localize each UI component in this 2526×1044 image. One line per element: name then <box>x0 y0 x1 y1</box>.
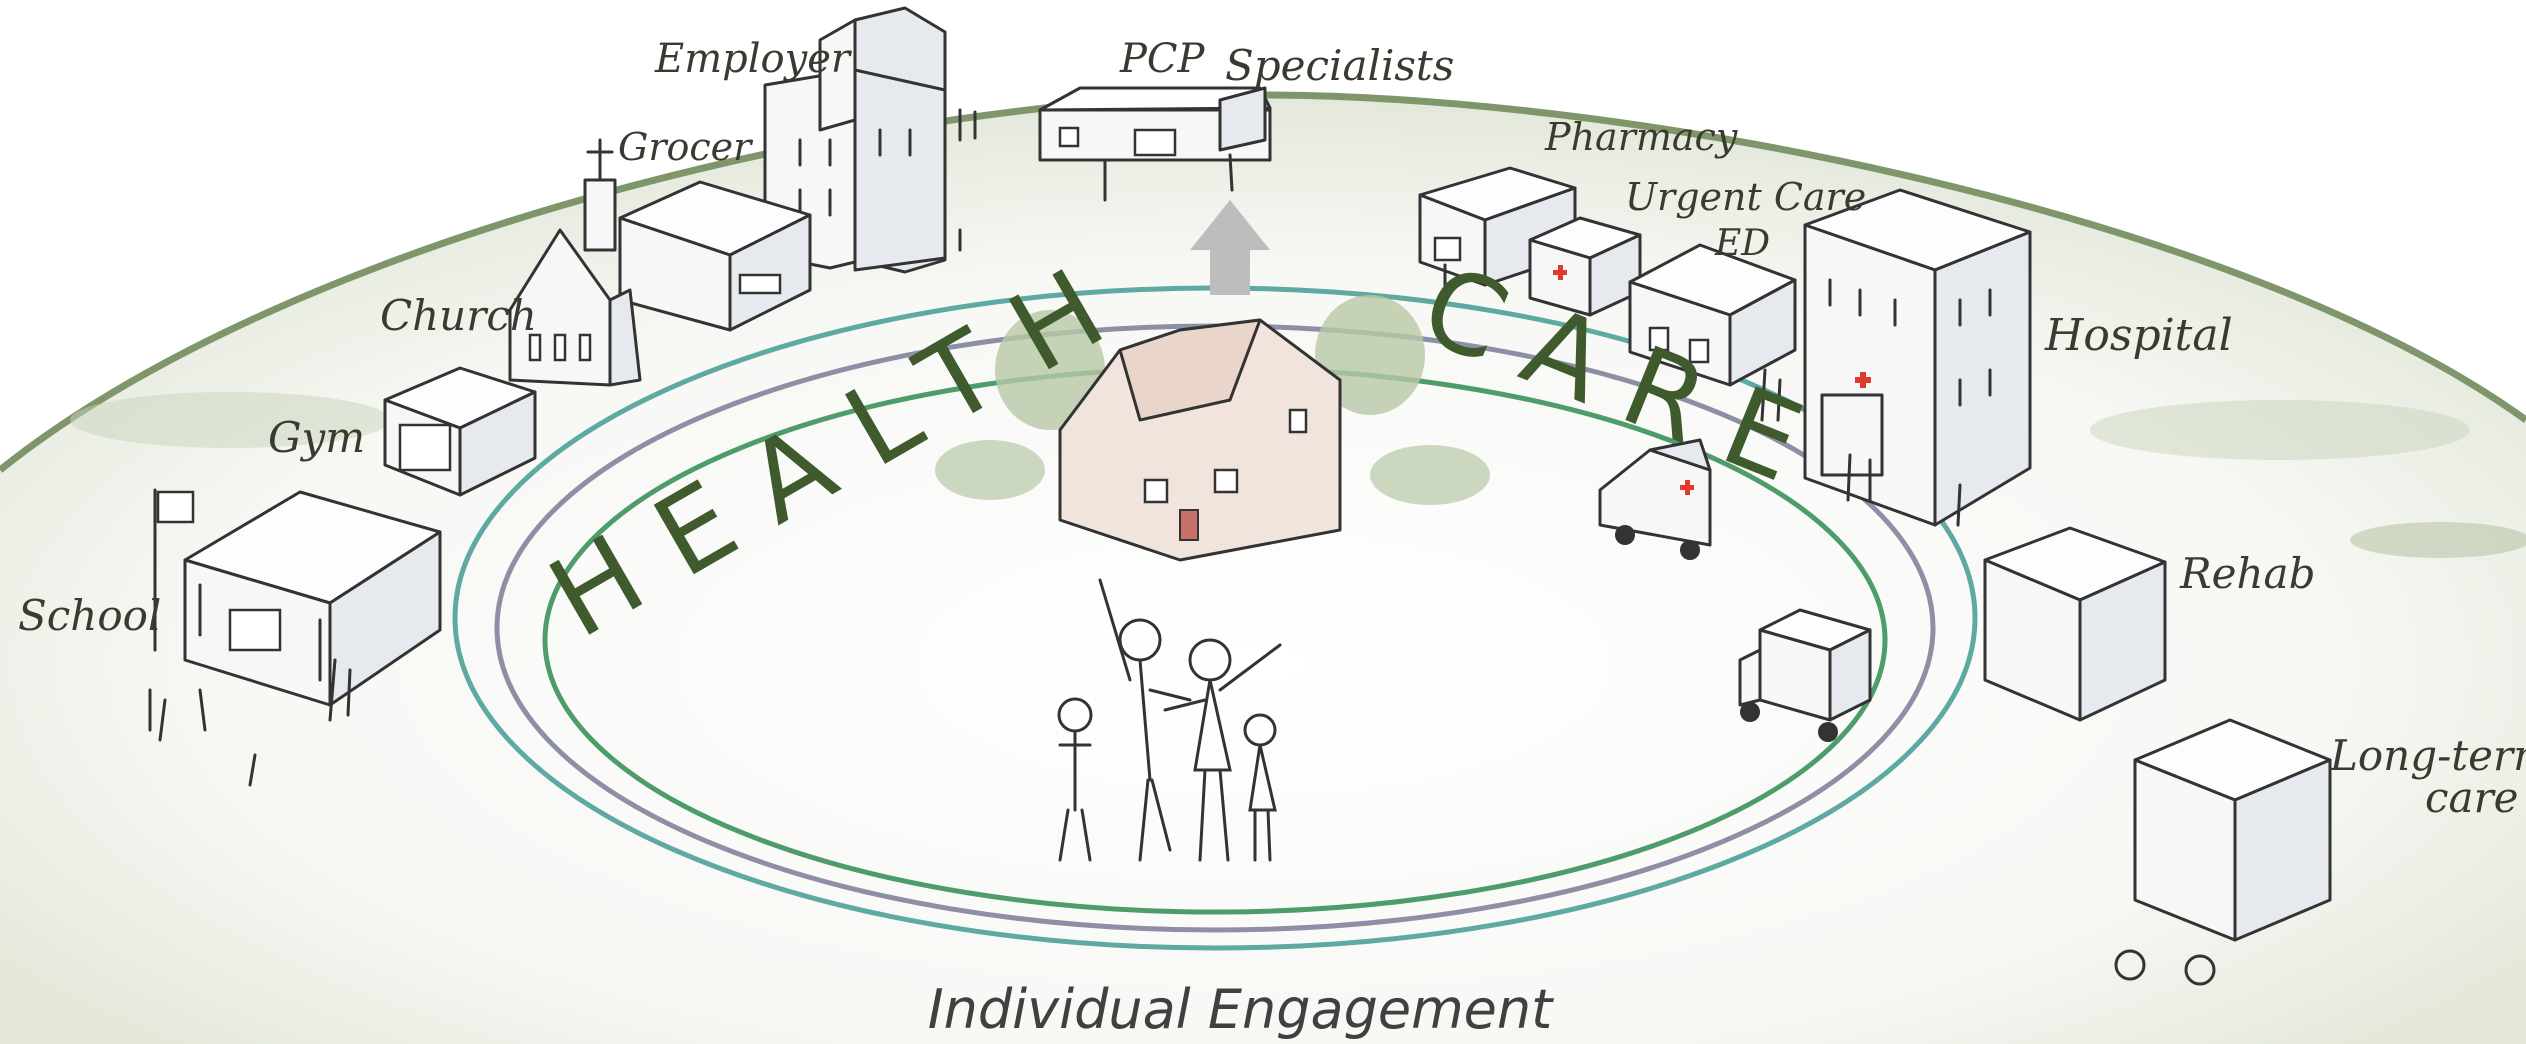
label-pharmacy: Pharmacy <box>1544 115 1738 159</box>
school-building <box>153 488 442 707</box>
delivery-truck <box>1738 608 1872 742</box>
label-gym: Gym <box>268 413 365 462</box>
label-pcp: PCP <box>1119 36 1206 82</box>
label-grocer: Grocer <box>618 125 754 169</box>
rehab-building <box>1983 526 2167 722</box>
grass-shade-right <box>2090 400 2470 460</box>
label-school: School <box>18 591 161 640</box>
gym-building <box>383 366 537 497</box>
family-figures <box>1057 578 1282 862</box>
grocer-building <box>618 180 812 332</box>
label-ed: ED <box>1714 223 1770 264</box>
grass-shade-right2 <box>2350 522 2526 558</box>
ed-building <box>1628 243 1797 387</box>
house-with-trees <box>935 295 1490 562</box>
urgent-care-building <box>1528 216 1642 317</box>
caption-individual-engagement: Individual Engagement <box>928 978 1554 1041</box>
small-people <box>148 108 1962 787</box>
grass-shade-left <box>70 392 390 448</box>
pcp-specialists-building <box>1038 86 1272 162</box>
label-hospital: Hospital <box>2044 310 2233 361</box>
label-church: Church <box>380 291 537 340</box>
label-long-term-line1: Long-term <box>2329 731 2526 780</box>
long-term-care-building <box>2114 718 2332 986</box>
label-employer: Employer <box>654 36 853 82</box>
label-urgent-care: Urgent Care <box>1625 175 1866 219</box>
church-building <box>508 138 642 387</box>
label-rehab: Rehab <box>2179 549 2315 598</box>
ambulance <box>1598 438 1712 560</box>
up-arrow-icon <box>1190 200 1270 295</box>
label-specialists: Specialists <box>1225 41 1454 90</box>
hospital-building <box>1803 188 2032 527</box>
label-long-term-line2: care <box>2425 773 2519 822</box>
